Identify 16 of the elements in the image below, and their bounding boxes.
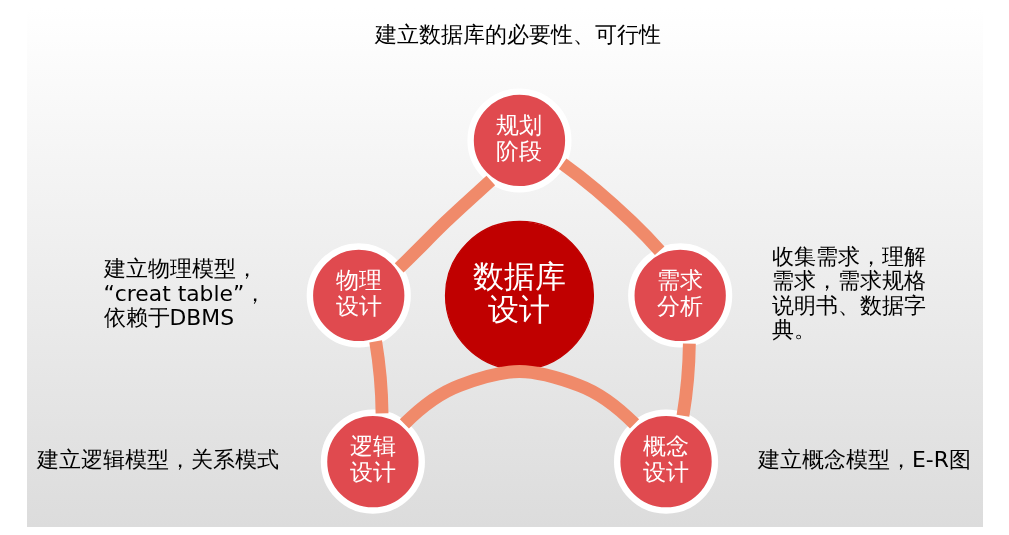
node-circle: 概念设计 (613, 409, 718, 514)
connector (558, 158, 664, 256)
connector (368, 340, 388, 414)
node-label: 建立逻辑模型，关系模式 (36, 446, 279, 472)
connector (676, 343, 696, 417)
node-label: 建立物理模型，“creat table”，依赖于DBMS (103, 256, 266, 331)
connector (399, 365, 639, 429)
node-label: 建立概念模型，E-R图 (757, 446, 971, 472)
node-label: 收集需求，理解需求，需求规格说明书、数据字典。 (771, 244, 926, 343)
node-circle: 逻辑设计 (320, 409, 425, 514)
node-label: 建立数据库的必要性、可行性 (374, 21, 661, 47)
node-circle: 需求分析 (627, 243, 732, 348)
node-circle: 数据库设计 (444, 220, 594, 370)
connector (394, 175, 495, 273)
node-circle: 物理设计 (306, 243, 411, 348)
node-circle: 规划阶段 (466, 88, 572, 193)
